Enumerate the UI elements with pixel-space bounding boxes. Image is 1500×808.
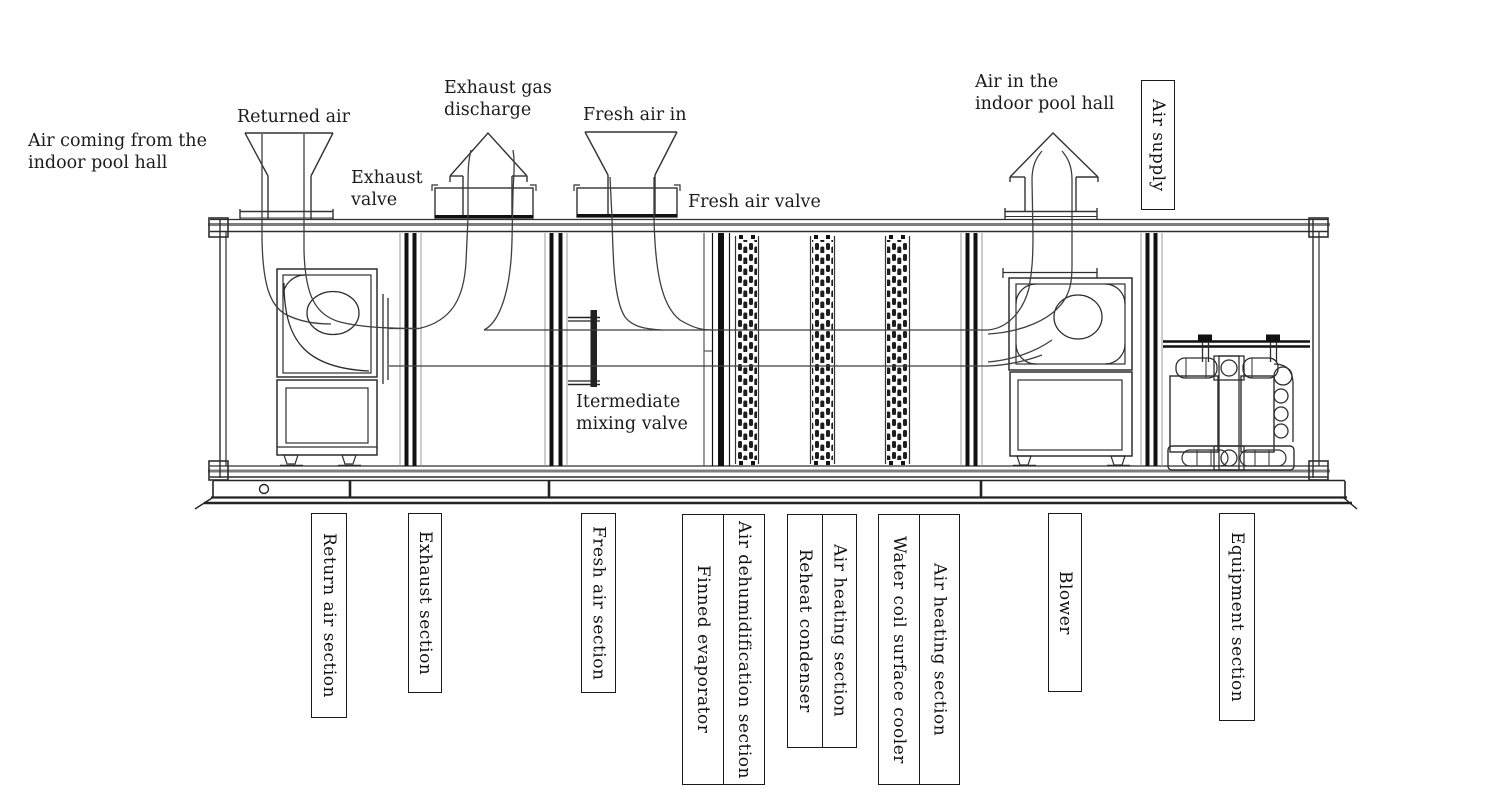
exhaust-valve-box [431, 184, 537, 219]
label-intermediate-mixing-valve: Itermediate mixing valve [576, 392, 688, 434]
label-box-return-air-section: Return air section [311, 513, 347, 718]
air-dehumidification-cell: Air dehumidification section [723, 515, 764, 784]
finned-evaporator-cell: Finned evaporator [683, 515, 723, 784]
fresh-air-valve-box [573, 184, 681, 218]
label-box-fresh-air-section: Fresh air section [581, 513, 616, 693]
fresh-air-section-text: Fresh air section [588, 525, 609, 681]
intermediate-mixing-valve [568, 310, 600, 387]
label-box-equipment-section: Equipment section [1219, 513, 1255, 721]
reheat-condenser-cell: Reheat condenser [788, 515, 822, 747]
air-dehumidification-text: Air dehumidification section [734, 520, 754, 779]
exhaust-section-text: Exhaust section [415, 530, 435, 676]
coil-banks [734, 235, 911, 465]
fresh-air-funnel [584, 131, 678, 215]
air-heating-1-text: Air heating section [829, 544, 850, 718]
blower-fan [1002, 268, 1133, 467]
reheat-condenser-text: Reheat condenser [794, 549, 815, 713]
section-dividers [399, 233, 1163, 466]
air-supply-text: Air supply [1148, 98, 1168, 192]
blower-text: Blower [1055, 570, 1075, 635]
return-air-section-text: Return air section [319, 533, 339, 698]
finned-evaporator-text: Finned evaporator [693, 565, 713, 734]
label-air-coming-from-hall: Air coming from the indoor pool hall [28, 131, 207, 173]
air-heating-1-cell: Air heating section [821, 515, 857, 747]
label-box-water-coil: Water coil surface cooler Air heating se… [878, 514, 960, 785]
label-exhaust-valve: Exhaust valve [351, 168, 423, 210]
label-box-exhaust-section: Exhaust section [408, 513, 442, 693]
reheat-condenser-coil [809, 235, 836, 465]
label-box-blower: Blower [1048, 513, 1082, 692]
label-fresh-air-in: Fresh air in [583, 105, 687, 125]
exhaust-arrow-icon [449, 131, 528, 217]
label-returned-air: Returned air [237, 107, 350, 127]
label-box-air-supply: Air supply [1141, 80, 1175, 210]
return-air-funnel [239, 132, 334, 220]
equipment-section-text: Equipment section [1227, 531, 1247, 703]
return-fan [276, 268, 389, 467]
water-coil-cooler-text: Water coil surface cooler [888, 535, 909, 764]
supply-arrow-icon [1004, 132, 1099, 219]
label-box-reheat: Reheat condenser Air heating section [787, 514, 857, 748]
air-heating-2-cell: Air heating section [918, 515, 960, 784]
base-frame [194, 479, 1358, 510]
air-flow-lines [261, 134, 1073, 367]
label-box-dehumidification: Finned evaporator Air dehumidification s… [682, 514, 765, 785]
label-exhaust-gas-discharge: Exhaust gas discharge [444, 78, 552, 120]
water-coil-surface-cooler-coil [884, 235, 911, 465]
label-air-in-hall: Air in the indoor pool hall [975, 72, 1115, 114]
label-fresh-air-valve: Fresh air valve [688, 192, 821, 212]
water-coil-cooler-cell: Water coil surface cooler [879, 515, 919, 784]
finned-evaporator-coil [734, 235, 760, 465]
drain-hole [258, 483, 270, 495]
air-heating-2-text: Air heating section [929, 562, 950, 737]
equipment-compressor [1163, 334, 1310, 471]
